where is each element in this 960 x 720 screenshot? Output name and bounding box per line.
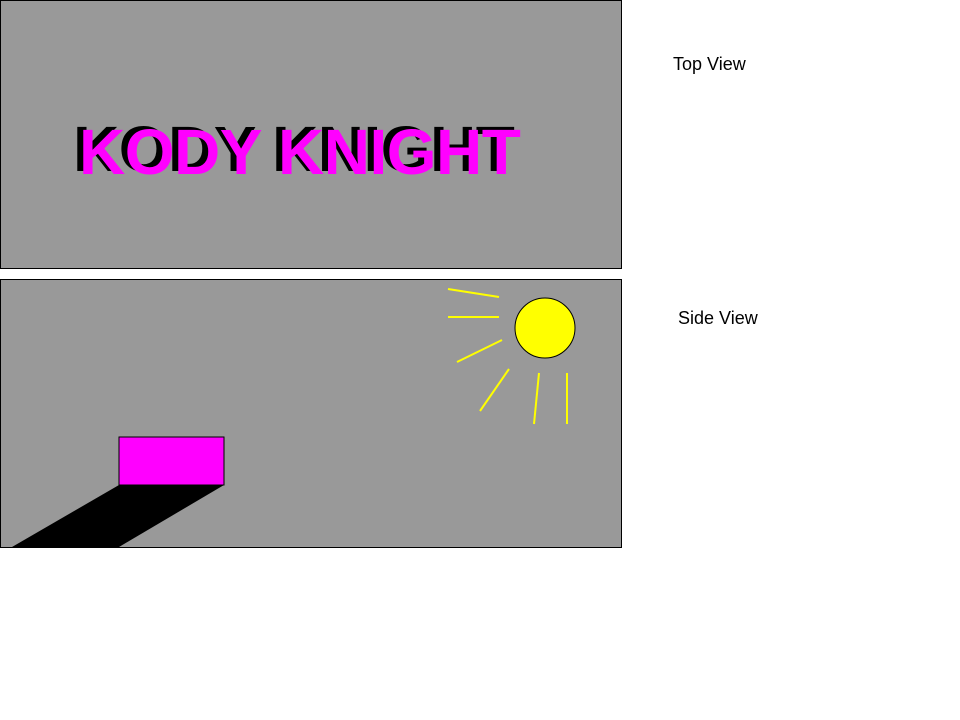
title-shadow-text: KODY KNIGHT [73, 113, 515, 185]
sun-icon [514, 297, 576, 359]
top-view-label: Top View [673, 54, 746, 74]
magenta-block [118, 436, 225, 486]
title-text: KODY KNIGHT [79, 116, 521, 188]
side-view-panel [0, 279, 622, 548]
sun-ray [456, 339, 503, 363]
top-view-panel: KODY KNIGHT KODY KNIGHT [0, 0, 622, 269]
side-view-illustration [12, 288, 576, 547]
block-shadow [12, 485, 224, 547]
sun-ray [447, 288, 500, 298]
sun-rays [447, 288, 568, 425]
side-view-label: Side View [678, 308, 758, 328]
sun-ray [533, 372, 540, 425]
sun-ray [479, 368, 510, 412]
